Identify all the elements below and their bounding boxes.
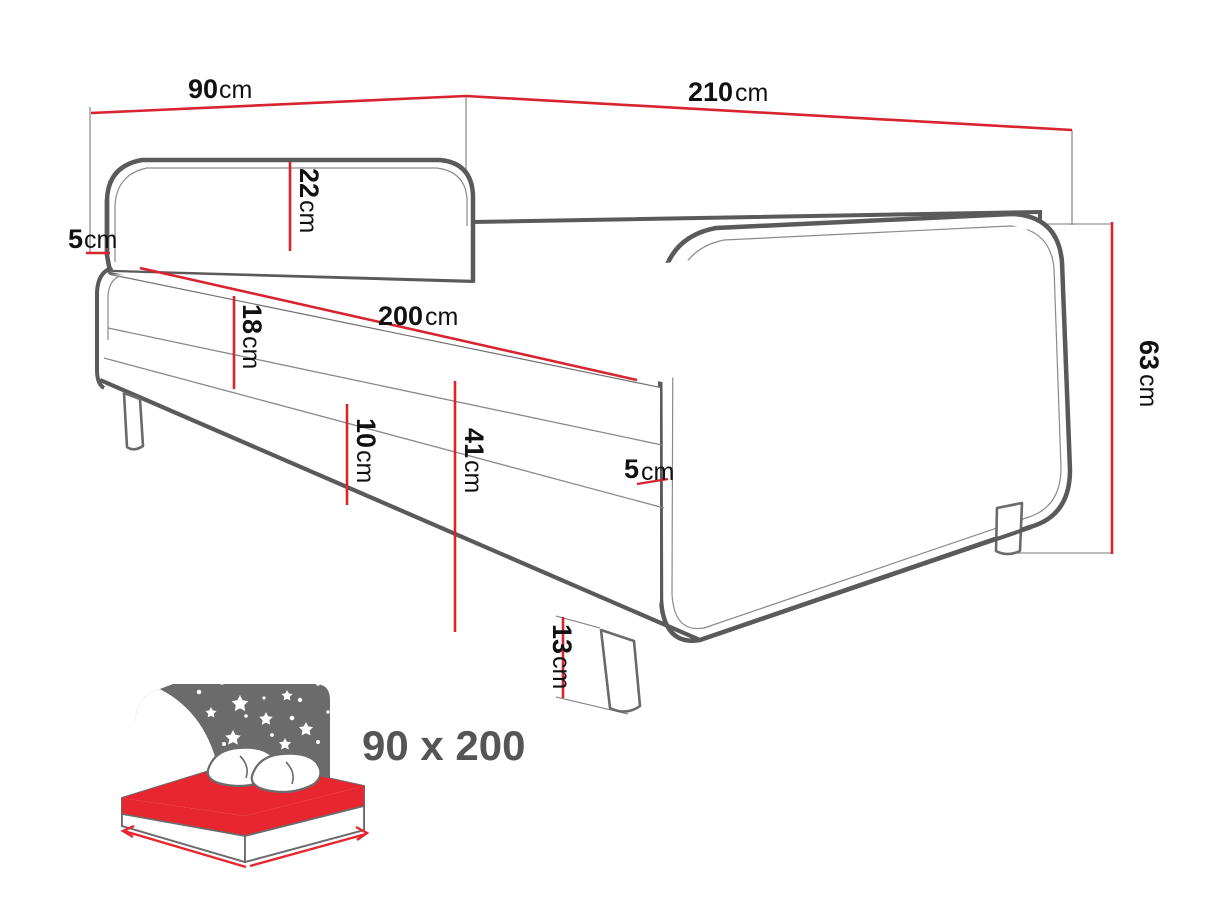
red-dimension-lines	[86, 94, 1114, 698]
pillow-folds	[239, 755, 294, 785]
label-22cm: 22 cm	[294, 168, 324, 233]
label-10cm-value: 10	[351, 418, 381, 448]
label-5cm-left-unit: cm	[84, 226, 117, 254]
mattress-size-icon: 90 x 200	[120, 672, 526, 869]
bed-leg-left	[122, 391, 145, 451]
label-210cm: 210 cm	[688, 77, 768, 107]
label-22cm-value: 22	[294, 168, 324, 198]
label-63cm-value: 63	[1134, 340, 1164, 370]
mattress-size-label: 90 x 200	[362, 722, 526, 769]
arrow-length-head	[355, 825, 370, 841]
frame-left-endcap	[95, 266, 113, 390]
bed-leg-right	[994, 501, 1024, 556]
label-41cm: 41 cm	[459, 428, 489, 493]
mattress-top-surface	[110, 224, 1040, 382]
label-5cm-right-unit: cm	[641, 458, 674, 486]
arrow-length-line	[249, 832, 367, 868]
label-200cm-value: 200	[378, 301, 423, 331]
label-5cm-left-value: 5	[68, 224, 83, 254]
label-5cm-right-value: 5	[624, 454, 639, 484]
label-41cm-unit: cm	[459, 460, 487, 493]
label-10cm: 10 cm	[351, 418, 381, 483]
mattress-red-side-right	[245, 786, 364, 836]
label-200cm-unit: cm	[425, 303, 458, 331]
label-5cm-right: 5 cm	[624, 454, 674, 486]
bed-leg-center	[599, 628, 642, 713]
moon-crescent	[135, 684, 217, 782]
dimline-90cm	[90, 94, 467, 115]
bed-outline	[95, 157, 1073, 713]
label-210cm-unit: cm	[735, 79, 768, 107]
label-13cm: 13 cm	[547, 624, 577, 689]
frame-left-endcap-inner	[107, 275, 121, 340]
label-5cm-left: 5 cm	[68, 224, 117, 254]
label-18cm: 18 cm	[237, 304, 267, 369]
label-90cm-unit: cm	[219, 76, 252, 104]
label-90cm-value: 90	[188, 74, 218, 104]
label-18cm-value: 18	[237, 304, 267, 334]
frame-bottom-edge	[99, 378, 701, 642]
mattress-arrows	[120, 824, 370, 869]
extension-lines	[89, 96, 1112, 715]
frame-mid-line-2	[103, 357, 665, 509]
arrow-width-line	[123, 829, 247, 869]
arrow-width-head	[120, 824, 135, 839]
headboard-inner-line	[114, 167, 468, 262]
frame-side-panel	[96, 280, 660, 620]
label-90cm: 90 cm	[188, 74, 252, 104]
label-13cm-unit: cm	[547, 656, 575, 689]
label-63cm: 63 cm	[1134, 340, 1164, 407]
footboard-bottom-rail	[699, 525, 1033, 642]
dimline-210cm	[465, 94, 1073, 132]
label-10cm-unit: cm	[351, 450, 379, 483]
label-22cm-unit: cm	[294, 200, 322, 233]
label-200cm: 200 cm	[378, 301, 458, 331]
mattress-red-side-left	[122, 798, 245, 836]
label-63cm-unit: cm	[1134, 374, 1162, 407]
label-210cm-value: 210	[688, 77, 733, 107]
dimline-5cm-right	[636, 477, 669, 486]
label-41cm-value: 41	[459, 428, 489, 458]
label-18cm-unit: cm	[237, 336, 265, 369]
dimline-200cm	[139, 266, 638, 382]
frame-mid-line	[107, 327, 663, 446]
label-13cm-value: 13	[547, 624, 577, 654]
footboard-inner-line	[671, 225, 1062, 630]
pillows-group	[206, 746, 322, 794]
